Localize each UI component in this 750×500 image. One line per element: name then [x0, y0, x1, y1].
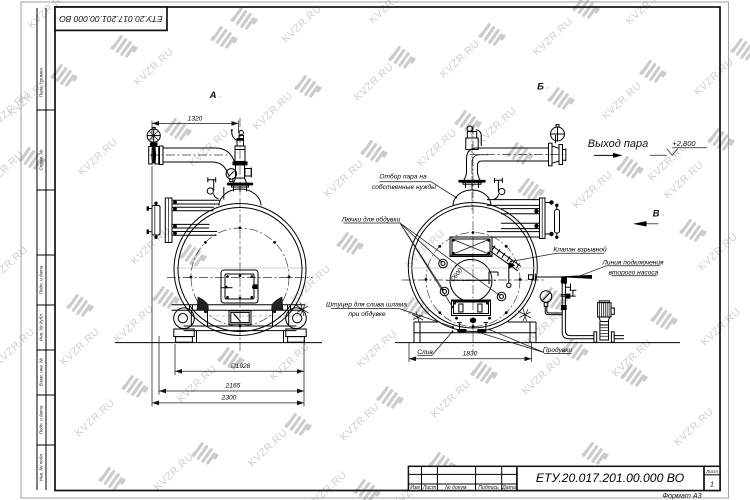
- svg-text:Б: Б: [537, 82, 544, 93]
- svg-text:2300: 2300: [221, 395, 237, 402]
- svg-text:Инв. № дубл.: Инв. № дубл.: [39, 313, 44, 341]
- svg-text:Дата: Дата: [501, 485, 516, 491]
- svg-text:Справ. №: Справ. №: [39, 150, 44, 171]
- svg-text:Инв. № подл.: Инв. № подл.: [39, 453, 44, 482]
- svg-text:Подп. и дата: Подп. и дата: [39, 405, 44, 434]
- svg-text:собственные нужды: собственные нужды: [372, 183, 436, 191]
- svg-text:∅1928: ∅1928: [230, 363, 251, 370]
- svg-text:Продувки: Продувки: [543, 346, 573, 354]
- svg-text:Отбор пара на: Отбор пара на: [379, 173, 427, 181]
- svg-text:1830: 1830: [463, 350, 478, 357]
- svg-text:второго насоса: второго насоса: [609, 269, 659, 276]
- svg-text:А: А: [209, 90, 217, 101]
- svg-text:1: 1: [710, 480, 714, 489]
- svg-text:Линия подключения: Линия подключения: [601, 258, 664, 266]
- svg-text:Формат А3: Формат А3: [662, 491, 701, 500]
- svg-text:Лючки для обдувки: Лючки для обдувки: [341, 215, 401, 223]
- svg-text:Слив: Слив: [417, 349, 433, 356]
- svg-text:1320: 1320: [188, 116, 203, 123]
- svg-text:Лист: Лист: [422, 485, 437, 491]
- svg-text:при обдувке: при обдувке: [348, 310, 386, 318]
- svg-text:Перв. примен.: Перв. примен.: [39, 67, 44, 98]
- svg-text:Подпись: Подпись: [478, 485, 499, 491]
- svg-text:Клапан взрывной: Клапан взрывной: [553, 246, 607, 254]
- svg-text:ЕТУ.20.017.201.00.000 ВО: ЕТУ.20.017.201.00.000 ВО: [536, 471, 685, 485]
- svg-text:+2,800: +2,800: [672, 139, 696, 148]
- svg-text:Подп. и дата: Подп. и дата: [39, 265, 44, 294]
- svg-text:Выход пара: Выход пара: [588, 138, 648, 150]
- svg-text:№ докум.: № докум.: [445, 485, 468, 491]
- svg-text:Лист: Лист: [705, 469, 718, 474]
- svg-text:В: В: [653, 209, 660, 220]
- svg-text:Штуцер для слива шлама: Штуцер для слива шлама: [326, 300, 407, 308]
- svg-text:п: п: [219, 94, 221, 99]
- svg-text:Взам. инв. №: Взам. инв. №: [39, 358, 44, 386]
- svg-text:п: п: [547, 85, 549, 90]
- svg-text:ЕТУ.20.017.201.00.000 ВО: ЕТУ.20.017.201.00.000 ВО: [59, 14, 163, 24]
- svg-text:п: п: [662, 212, 664, 217]
- svg-text:Изм: Изм: [410, 485, 420, 491]
- svg-text:2165: 2165: [225, 383, 241, 390]
